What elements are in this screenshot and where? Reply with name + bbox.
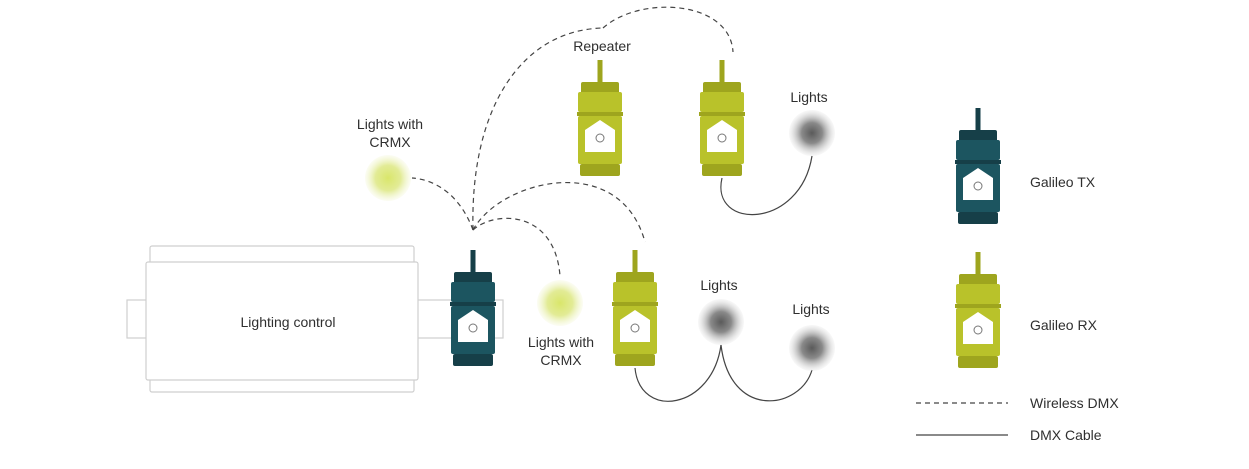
link-tx-to-repeater: [472, 27, 604, 231]
legend-wireless-dmx: Wireless DMX: [1030, 395, 1119, 411]
galileo-rx-middle: [612, 250, 658, 366]
legend-galileo-rx: Galileo RX: [1030, 317, 1097, 333]
wireless-dmx-links: [411, 6, 1008, 404]
label-lights-with-crmx-top: Lights with CRMX: [356, 116, 424, 150]
legend-galileo-tx: Galileo TX: [1030, 174, 1096, 190]
label-lighting-control: Lighting control: [240, 314, 336, 330]
antenna: [597, 60, 603, 84]
link-repeater-to-rx: [602, 6, 734, 53]
dmx-light-right: [789, 325, 835, 371]
cable-rx-middle-to-lights: [634, 344, 722, 402]
indicator-led: [717, 133, 727, 143]
label-plate: [963, 312, 993, 344]
link-tx-to-rx-middle: [472, 181, 646, 243]
dmx-cables: [634, 155, 1008, 436]
indicator-led: [630, 323, 640, 333]
label-lights-top: Lights: [790, 89, 828, 105]
cable-rx-top-to-lights: [720, 155, 813, 216]
antenna: [632, 250, 638, 274]
antenna: [719, 60, 725, 84]
label-plate: [620, 310, 650, 342]
crmx-light-top: [365, 155, 411, 201]
galileo-tx-main: [450, 250, 496, 366]
galileo-rx-repeater: [577, 60, 623, 176]
dmx-light-middle: [698, 299, 744, 345]
label-plate: [585, 120, 615, 152]
legend-galileo-tx-icon: [955, 108, 1001, 224]
indicator-led: [973, 181, 983, 191]
link-tx-to-crmx-bottom: [472, 217, 561, 277]
legend-galileo-rx-icon: [955, 252, 1001, 368]
label-lights-right: Lights: [792, 301, 830, 317]
legend-dmx-cable: DMX Cable: [1030, 427, 1102, 443]
label-repeater: Repeater: [573, 38, 631, 54]
link-tx-to-crmx-top: [411, 177, 474, 231]
indicator-led: [973, 325, 983, 335]
antenna: [975, 252, 981, 276]
indicator-led: [468, 323, 478, 333]
cable-lights-to-lights: [720, 344, 813, 402]
label-plate: [458, 310, 488, 342]
label-lights-with-crmx-bottom: Lights with CRMX: [527, 334, 595, 368]
label-plate: [963, 168, 993, 200]
label-plate: [707, 120, 737, 152]
label-lights-middle: Lights: [700, 277, 738, 293]
galileo-rx-top: [699, 60, 745, 176]
lighting-control-console: [126, 245, 504, 393]
antenna: [975, 108, 981, 132]
crmx-light-bottom: [537, 280, 583, 326]
antenna: [470, 250, 476, 274]
indicator-led: [595, 133, 605, 143]
dmx-light-top: [789, 110, 835, 156]
